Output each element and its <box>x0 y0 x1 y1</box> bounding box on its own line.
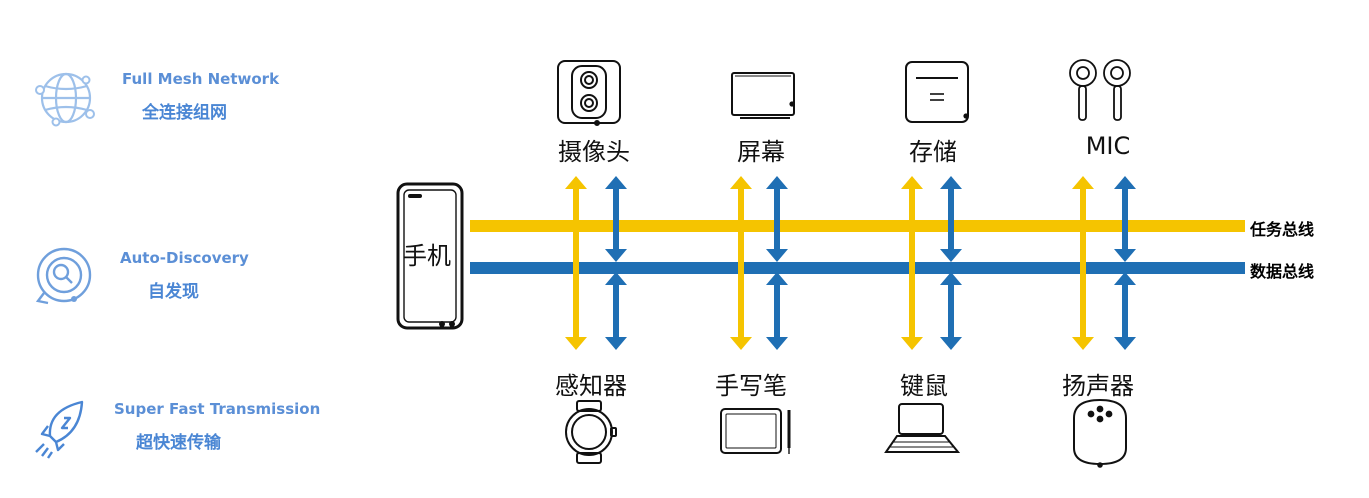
earbuds-icon <box>1070 60 1130 120</box>
keyboard-tablet-icon <box>886 404 958 452</box>
device-label-screen: 屏幕 <box>737 132 785 167</box>
data-bus-arrow-upper <box>1114 176 1136 262</box>
data-bus-label: 数据总线 <box>1250 258 1314 282</box>
camera-icon <box>558 61 620 125</box>
data-bus-arrow-upper <box>766 176 788 262</box>
data-bus-arrow-lower <box>940 272 962 350</box>
data-bus-line <box>470 262 1245 274</box>
task-bus-label: 任务总线 <box>1250 216 1314 240</box>
device-label-sensor: 感知器 <box>555 366 627 401</box>
device-label-storage: 存储 <box>909 132 957 167</box>
storage-icon <box>906 62 968 122</box>
speaker-icon <box>1074 400 1126 467</box>
device-label-stylus: 手写笔 <box>715 366 787 401</box>
data-bus-arrow-lower <box>605 272 627 350</box>
data-bus-arrow-upper <box>940 176 962 262</box>
data-bus-arrow-lower <box>766 272 788 350</box>
device-label-mic: MIC <box>1086 132 1131 160</box>
phone-label: 手机 <box>403 236 451 271</box>
task-bus-line <box>470 220 1245 232</box>
watch-icon <box>566 401 616 463</box>
tablet-pen-icon <box>721 409 789 454</box>
device-label-keyboard-mouse: 键鼠 <box>900 366 948 401</box>
data-bus-arrow-upper <box>605 176 627 262</box>
data-bus-arrow-lower <box>1114 272 1136 350</box>
device-label-speaker: 扬声器 <box>1062 366 1134 401</box>
screen-icon <box>732 73 794 118</box>
device-label-camera: 摄像头 <box>558 132 630 167</box>
